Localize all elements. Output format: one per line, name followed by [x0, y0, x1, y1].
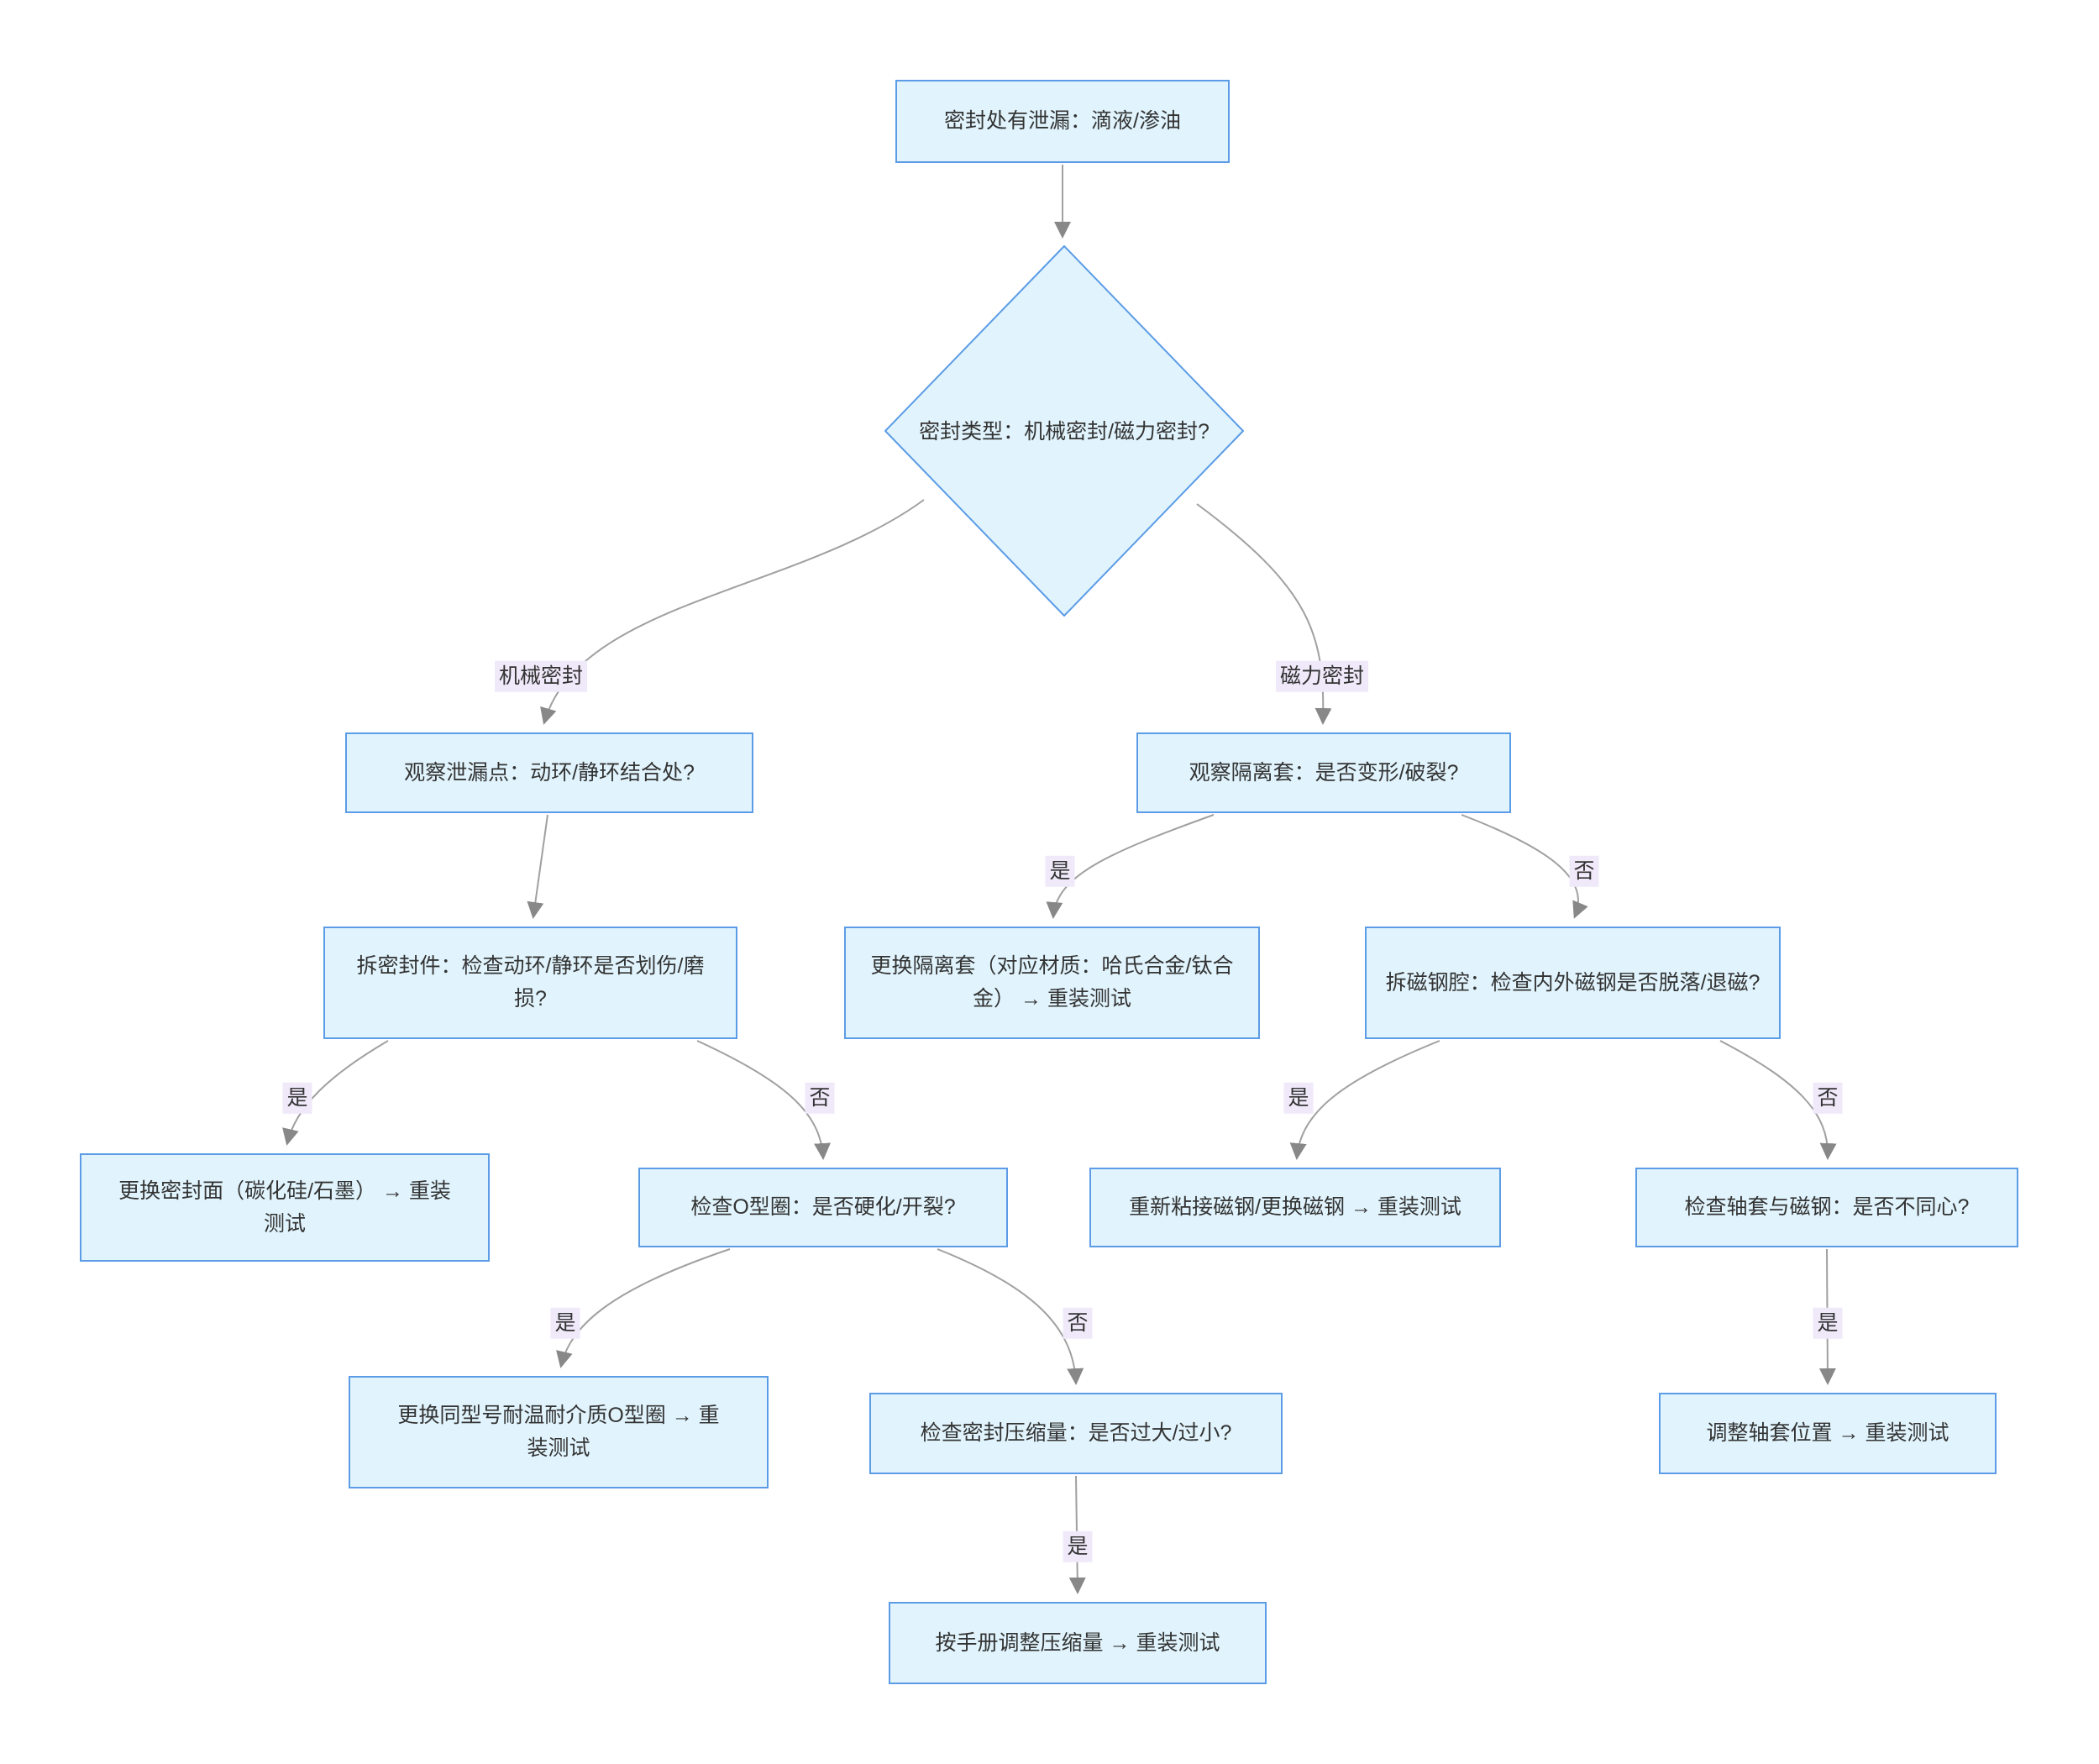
node-check-compression-label: 检查密封压缩量：是否过大/过小? — [920, 1421, 1232, 1446]
edge-label-magnetic-seal: 磁力密封 — [1275, 660, 1369, 692]
node-check-concentric: 检查轴套与磁钢：是否不同心? — [1635, 1168, 2018, 1247]
edge-label-no-concentric: 否 — [1813, 1082, 1843, 1114]
decision-diamond-shape — [884, 245, 1244, 617]
node-check-oring: 检查O型圈：是否硬化/开裂? — [638, 1168, 1008, 1247]
node-disassemble-seal: 拆密封件：检查动环/静环是否划伤/磨损? — [323, 927, 737, 1039]
node-start: 密封处有泄漏：滴液/渗油 — [895, 80, 1230, 163]
node-observe-sleeve: 观察隔离套：是否变形/破裂? — [1136, 732, 1511, 813]
node-start-label: 密封处有泄漏：滴液/渗油 — [944, 109, 1181, 134]
node-replace-seal-face: 更换密封面（碳化硅/石墨） → 重装测试 — [80, 1153, 490, 1262]
edge-label-yes-seal-face: 是 — [282, 1082, 312, 1114]
node-adjust-sleeve: 调整轴套位置 → 重装测试 — [1659, 1393, 1997, 1474]
node-disassemble-magnet: 拆磁钢腔：检查内外磁钢是否脱落/退磁? — [1365, 927, 1781, 1039]
node-adjust-compression-label: 按手册调整压缩量 → 重装测试 — [935, 1630, 1220, 1655]
edge-observe-sleeve-yes-replace-sleeve — [1046, 814, 1215, 919]
node-rebond-magnet: 重新粘接磁钢/更换磁钢 → 重装测试 — [1089, 1168, 1501, 1247]
node-seal-type-label: 密封类型：机械密封/磁力密封? — [919, 420, 1210, 444]
node-disassemble-seal-label: 拆密封件：检查动环/静环是否划伤/磨损? — [356, 954, 705, 1011]
edge-disassemble-seal-yes-replace-face — [282, 1040, 389, 1146]
node-replace-sleeve-label: 更换隔离套（对应材质：哈氏合金/钛合金） → 重装测试 — [870, 954, 1234, 1011]
node-observe-sleeve-label: 观察隔离套：是否变形/破裂? — [1189, 760, 1459, 785]
node-check-oring-label: 检查O型圈：是否硬化/开裂? — [690, 1195, 956, 1220]
edge-label-yes-replace-oring: 是 — [550, 1307, 580, 1339]
edge-label-yes-sleeve: 是 — [1045, 855, 1075, 887]
edge-disassemble-seal-no-check-oring — [696, 1040, 832, 1160]
node-seal-type-decision: 密封类型：机械密封/磁力密封? — [896, 415, 1232, 445]
edge-observe-sleeve-no-disassemble-magnet — [1461, 814, 1588, 919]
node-adjust-compression: 按手册调整压缩量 → 重装测试 — [889, 1602, 1267, 1684]
edge-observe-leak-to-disassemble-seal — [527, 814, 548, 919]
node-disassemble-magnet-label: 拆磁钢腔：检查内外磁钢是否脱落/退磁? — [1385, 970, 1761, 995]
node-replace-seal-face-label: 更换密封面（碳化硅/石墨） → 重装测试 — [118, 1179, 451, 1236]
node-observe-leak-label: 观察泄漏点：动环/静环结合处? — [404, 760, 695, 785]
node-replace-sleeve: 更换隔离套（对应材质：哈氏合金/钛合金） → 重装测试 — [844, 927, 1260, 1039]
node-replace-oring: 更换同型号耐温耐介质O型圈 → 重装测试 — [349, 1376, 769, 1488]
edge-label-no-oring: 否 — [805, 1082, 835, 1114]
node-observe-leak: 观察泄漏点：动环/静环结合处? — [345, 732, 753, 813]
node-adjust-sleeve-label: 调整轴套位置 → 重装测试 — [1706, 1421, 1949, 1446]
edge-label-mechanical-seal: 机械密封 — [494, 660, 588, 692]
node-replace-oring-label: 更换同型号耐温耐介质O型圈 → 重装测试 — [397, 1404, 720, 1460]
edge-check-oring-no-check-compression — [937, 1248, 1084, 1385]
edge-label-yes-rebond: 是 — [1283, 1082, 1314, 1114]
node-check-compression: 检查密封压缩量：是否过大/过小? — [869, 1393, 1283, 1474]
edge-disassemble-magnet-no-check-concentric — [1719, 1040, 1837, 1160]
node-check-concentric-label: 检查轴套与磁钢：是否不同心? — [1684, 1195, 1970, 1220]
node-rebond-magnet-label: 重新粘接磁钢/更换磁钢 → 重装测试 — [1129, 1195, 1461, 1220]
edge-decision-to-observe-leak — [540, 499, 925, 725]
edge-check-oring-yes-replace-oring — [556, 1248, 731, 1368]
edge-label-yes-adjust-sleeve: 是 — [1813, 1307, 1843, 1339]
edge-disassemble-magnet-yes-rebond — [1289, 1040, 1440, 1160]
edge-label-no-sleeve: 否 — [1569, 855, 1599, 887]
edge-label-no-compression: 否 — [1063, 1307, 1093, 1339]
edge-label-yes-adjust-compression: 是 — [1063, 1530, 1093, 1562]
